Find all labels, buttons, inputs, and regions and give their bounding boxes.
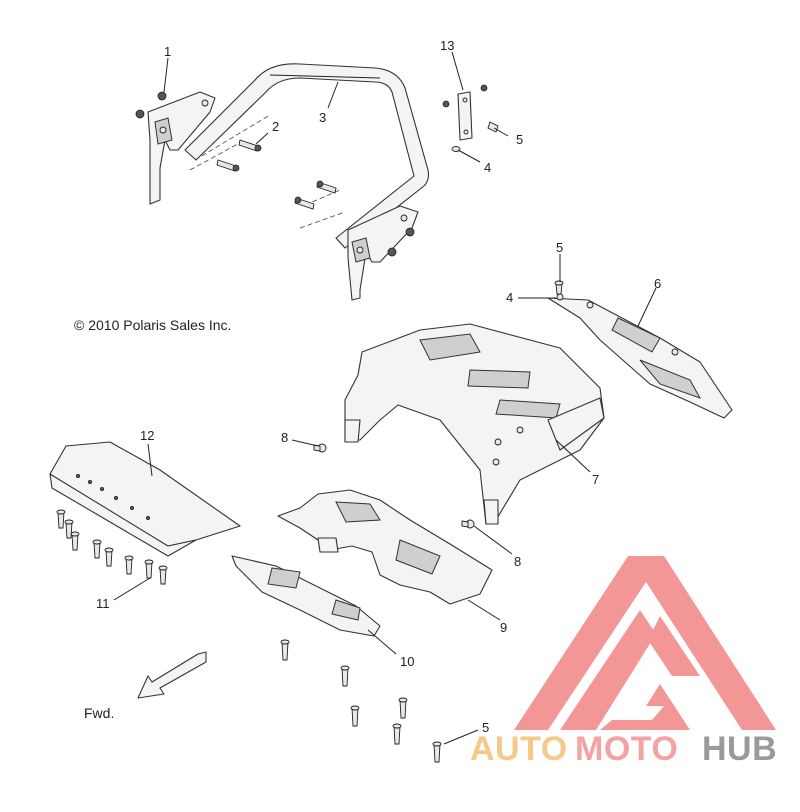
part-2-bolts xyxy=(216,139,337,210)
callout-3: 3 xyxy=(319,110,326,125)
forward-label: Fwd. xyxy=(84,705,114,721)
watermark-text: AUTO MOTO HUB xyxy=(470,730,777,768)
callout-9: 9 xyxy=(500,620,507,635)
callout-1: 1 xyxy=(164,44,171,59)
callout-7: 7 xyxy=(592,472,599,487)
part-13-bracket xyxy=(442,84,499,152)
part-6-panel xyxy=(547,293,733,419)
callout-5b: 5 xyxy=(556,240,563,255)
callout-13: 13 xyxy=(440,38,454,53)
callout-labels: 1 2 3 13 5 4 5 4 6 7 8 8 9 10 11 12 5 xyxy=(96,38,661,735)
part-1-nuts xyxy=(135,91,415,257)
forward-arrow xyxy=(137,651,207,699)
watermark-moto: MOTO xyxy=(575,730,678,768)
callout-2: 2 xyxy=(272,119,279,134)
part-9-inner-fender xyxy=(277,489,493,605)
part-10-rail xyxy=(231,555,381,637)
callout-12: 12 xyxy=(140,428,154,443)
leader-lines xyxy=(113,51,657,745)
callout-4a: 4 xyxy=(484,160,491,175)
watermark-auto: AUTO xyxy=(470,730,568,768)
callout-6: 6 xyxy=(654,276,661,291)
part-7-fender xyxy=(344,323,605,525)
part-11-rivets xyxy=(56,509,168,585)
watermark-triangle-icon xyxy=(514,556,776,730)
lower-rivets xyxy=(280,639,442,763)
watermark-hub: HUB xyxy=(702,730,777,768)
callout-4b: 4 xyxy=(506,290,513,305)
callout-5c: 5 xyxy=(482,720,489,735)
callout-10: 10 xyxy=(400,654,414,669)
callout-5a: 5 xyxy=(516,132,523,147)
part-3-roll-bar xyxy=(147,63,430,301)
copyright-text: © 2010 Polaris Sales Inc. xyxy=(74,317,231,333)
part-12-skid-plate xyxy=(49,441,241,557)
callout-8a: 8 xyxy=(281,430,288,445)
part-5-4-hardware-upper xyxy=(554,280,564,295)
callout-11: 11 xyxy=(96,596,110,611)
callout-8b: 8 xyxy=(514,554,521,569)
part-8-fasteners xyxy=(313,443,475,529)
watermark-logo xyxy=(514,556,776,730)
